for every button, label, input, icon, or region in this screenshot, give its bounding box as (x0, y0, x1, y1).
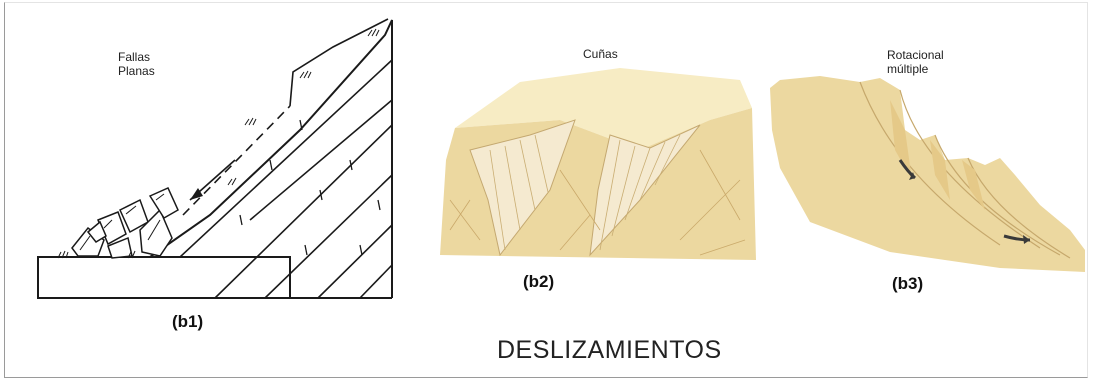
rock-texture (449, 149, 746, 256)
panel-title: Fallas Planas (118, 50, 155, 78)
slope-body (770, 76, 1085, 272)
wedge-left (469, 119, 576, 257)
debris-hatch (79, 193, 165, 251)
top-surface (455, 68, 752, 150)
main-title: DESLIZAMIENTOS (497, 336, 722, 364)
panel-title: Rotacional múltiple (887, 48, 944, 76)
tick-marks (239, 119, 381, 256)
figure-frame (4, 2, 1088, 378)
scarp-line (289, 18, 389, 107)
panel-label: (b1) (172, 312, 204, 331)
slip-surface (182, 105, 291, 216)
grass-tufts (57, 28, 380, 259)
panel-title: Cuñas (583, 47, 618, 61)
panel-label: (b3) (892, 274, 924, 293)
slope-outline (149, 19, 393, 298)
arrow-head (190, 188, 203, 200)
block-shading (890, 100, 985, 210)
panel-label: (b2) (523, 272, 555, 291)
wedge-hatch (489, 134, 681, 251)
debris-blocks (71, 187, 179, 259)
bedding-planes (179, 59, 393, 299)
